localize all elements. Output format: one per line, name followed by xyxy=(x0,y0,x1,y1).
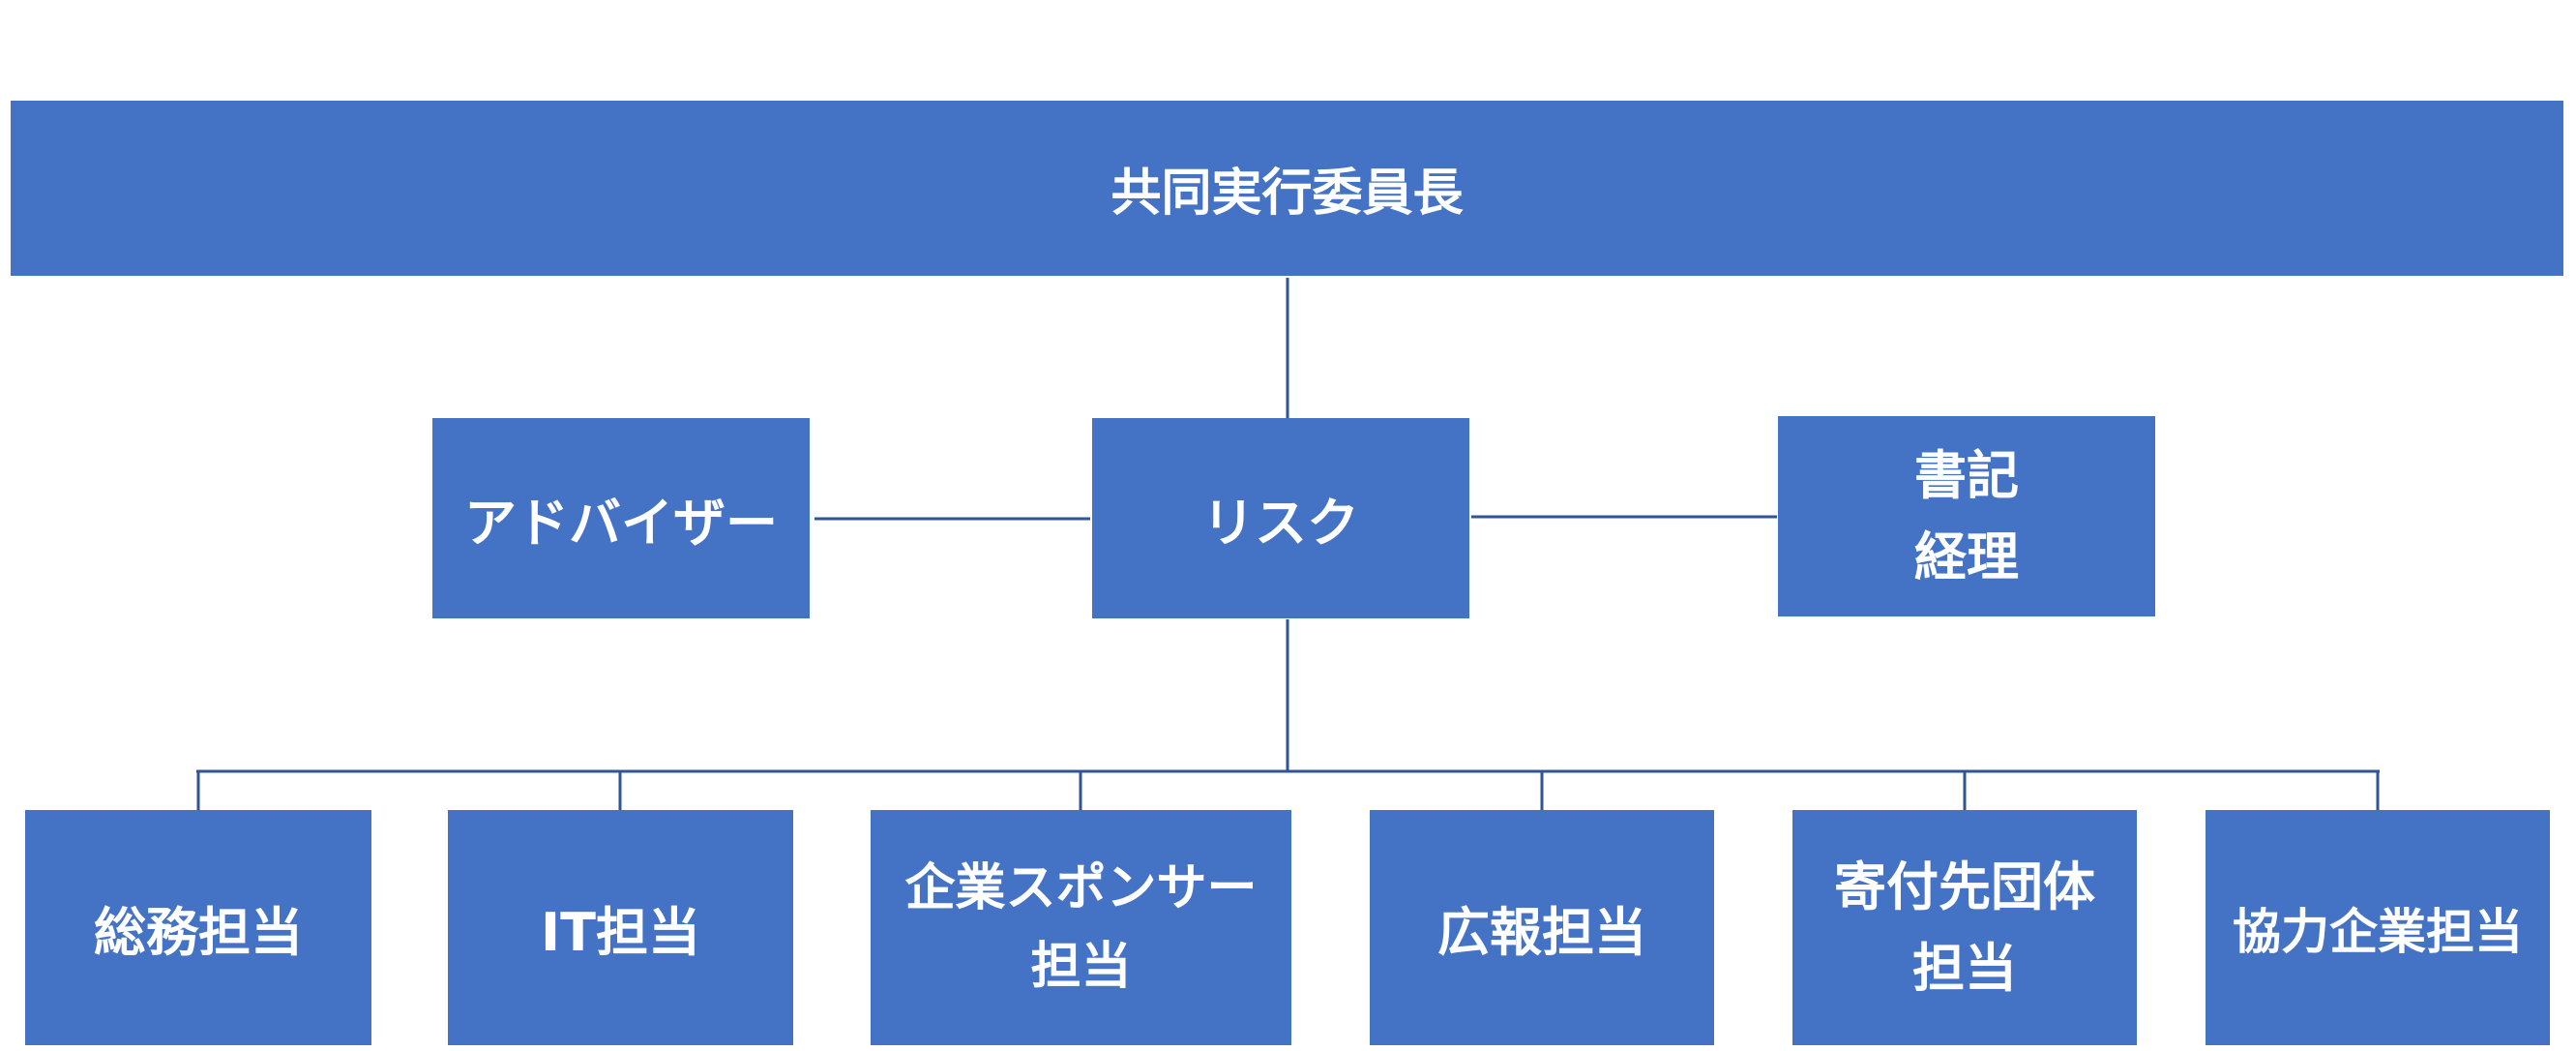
secretary-label-line1: 書記 xyxy=(1914,444,2019,506)
node-dept-it: IT担当 xyxy=(448,810,793,1045)
node-risk: リスク xyxy=(1092,418,1469,618)
dept-kifu-line1: 寄付先団体 xyxy=(1834,856,2095,917)
node-advisor: アドバイザー xyxy=(432,418,810,618)
secretary-label-line2: 経理 xyxy=(1914,526,2019,587)
dept-sponsor-label: 企業スポンサー 担当 xyxy=(904,850,1257,1006)
node-dept-kyouryoku: 協力企業担当 xyxy=(2206,810,2550,1045)
dept-soumu-label: 総務担当 xyxy=(94,902,303,963)
secretary-label: 書記 経理 xyxy=(1914,435,2019,597)
advisor-label: アドバイザー xyxy=(464,493,778,554)
risk-label: リスク xyxy=(1202,493,1359,554)
node-secretary-accounting: 書記 経理 xyxy=(1778,416,2155,616)
dept-kifu-label: 寄付先団体 担当 xyxy=(1834,847,2095,1008)
node-dept-kouhou: 広報担当 xyxy=(1370,810,1714,1045)
dept-kifu-line2: 担当 xyxy=(1912,937,2017,999)
node-dept-soumu: 総務担当 xyxy=(25,810,371,1045)
dept-kyouryoku-label: 協力企業担当 xyxy=(2233,903,2523,960)
node-dept-sponsor: 企業スポンサー 担当 xyxy=(871,810,1291,1045)
dept-sponsor-line1: 企業スポンサー xyxy=(904,858,1258,917)
dept-it-label: IT担当 xyxy=(541,902,700,963)
top-node-co-chair: 共同実行委員長 xyxy=(11,101,2563,276)
dept-sponsor-line2: 担当 xyxy=(1030,937,1132,996)
dept-kouhou-label: 広報担当 xyxy=(1437,902,1646,963)
node-dept-kifu: 寄付先団体 担当 xyxy=(1792,810,2137,1045)
top-node-label: 共同実行委員長 xyxy=(1110,165,1464,223)
